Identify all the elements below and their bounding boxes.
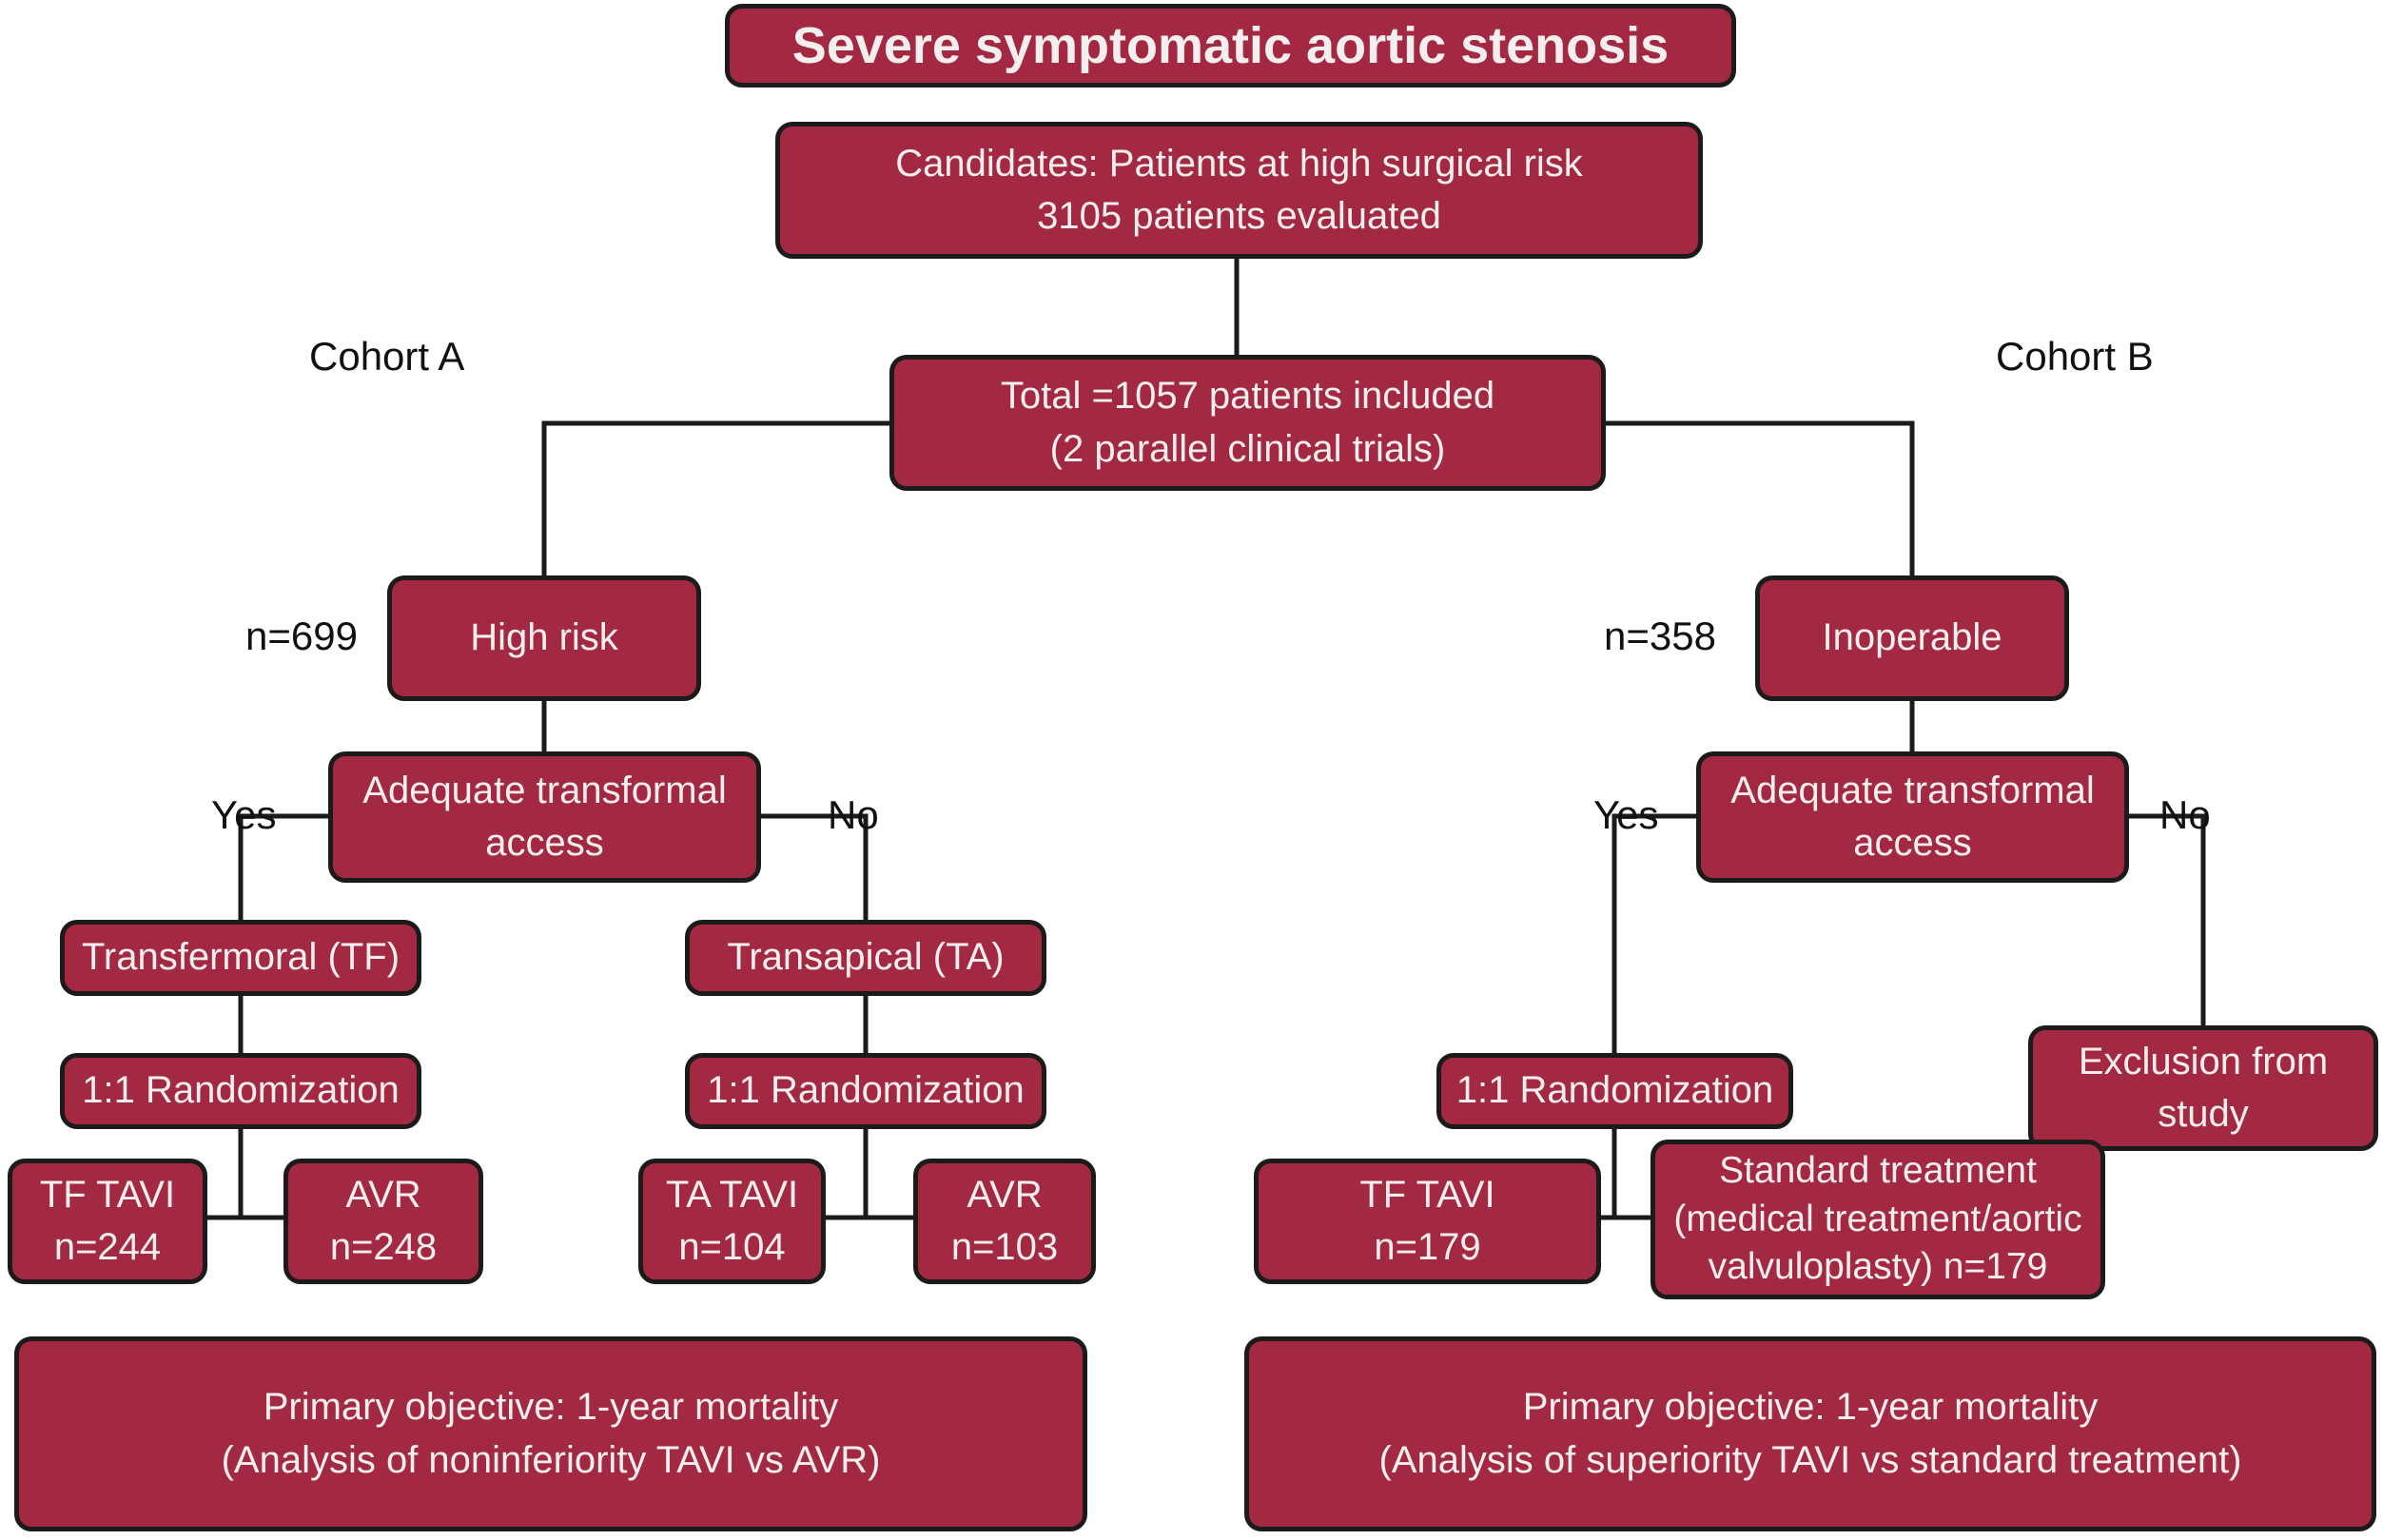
total-box: Total =1057 patients included (2 paralle…	[889, 355, 1606, 491]
avr-ta-box: AVR n=103	[913, 1159, 1096, 1284]
standard-treatment-line-2: (medical treatment/aortic	[1673, 1198, 2082, 1239]
tf-tavi-b-line-1: TF TAVI	[1359, 1173, 1495, 1216]
tf-tavi-a-line-2: n=244	[53, 1226, 162, 1268]
total-line-1: Total =1057 patients included	[1000, 375, 1495, 418]
adequate-access-right-line-2: access	[1853, 822, 1972, 864]
yes-right-label: Yes	[1593, 792, 1659, 837]
cohort-a-label: Cohort A	[309, 334, 465, 379]
connector-no-left	[761, 813, 869, 920]
candidates-line-1: Candidates: Patients at high surgical ri…	[895, 142, 1583, 185]
primary-objective-a-line-2: (Analysis of noninferiority TAVI vs AVR)	[221, 1438, 881, 1481]
transapical-text: Transapical (TA)	[727, 936, 1005, 979]
no-right-label: No	[2159, 792, 2211, 837]
connector-no-right	[2129, 813, 2206, 1025]
tf-tavi-a-line-1: TF TAVI	[39, 1173, 176, 1216]
connector-total-inoperable	[1606, 420, 1915, 575]
transfemoral-box: Transfermoral (TF)	[60, 920, 421, 996]
adequate-access-right-line-1: Adequate transformal	[1730, 769, 2095, 811]
transapical-box: Transapical (TA)	[685, 920, 1046, 996]
title-box: Severe symptomatic aortic stenosis	[725, 4, 1736, 88]
primary-objective-b-line-2: (Analysis of superiority TAVI vs standar…	[1378, 1438, 2242, 1481]
randomization-ta-text: 1:1 Randomization	[707, 1069, 1025, 1112]
adequate-access-left-line-2: access	[485, 822, 604, 864]
connector-yes-left	[238, 813, 328, 920]
n-inoperable-label: n=358	[1604, 614, 1716, 658]
candidates-box: Candidates: Patients at high surgical ri…	[775, 122, 1703, 259]
high-risk-text: High risk	[470, 616, 618, 659]
randomization-b-box: 1:1 Randomization	[1436, 1053, 1793, 1129]
cohort-b-label: Cohort B	[1996, 334, 2154, 379]
inoperable-text: Inoperable	[1822, 616, 2002, 659]
n-high-risk-label: n=699	[245, 614, 358, 658]
tf-tavi-a-box: TF TAVI n=244	[8, 1159, 207, 1284]
avr-ta-line-2: n=103	[950, 1226, 1059, 1268]
randomization-b-text: 1:1 Randomization	[1455, 1069, 1774, 1112]
ta-tavi-line-2: n=104	[678, 1226, 786, 1268]
avr-a-box: AVR n=248	[283, 1159, 483, 1284]
exclusion-line-2: study	[2158, 1093, 2249, 1135]
avr-a-line-2: n=248	[329, 1226, 438, 1268]
transfemoral-text: Transfermoral (TF)	[81, 936, 400, 979]
high-risk-box: High risk	[387, 575, 701, 701]
standard-treatment-line-1: Standard treatment	[1719, 1149, 2037, 1191]
avr-a-line-1: AVR	[345, 1173, 421, 1216]
standard-treatment-line-3: valvuloplasty) n=179	[1708, 1246, 2048, 1288]
randomization-ta-box: 1:1 Randomization	[685, 1053, 1046, 1129]
adequate-access-left-box: Adequate transformal access	[328, 751, 761, 883]
primary-objective-b-line-1: Primary objective: 1-year mortality	[1522, 1386, 2099, 1429]
candidates-line-2: 3105 patients evaluated	[1037, 195, 1441, 237]
title-text: Severe symptomatic aortic stenosis	[791, 16, 1670, 74]
total-line-2: (2 parallel clinical trials)	[1049, 427, 1446, 470]
ta-tavi-line-1: TA TAVI	[665, 1173, 799, 1216]
exclusion-line-1: Exclusion from	[2078, 1040, 2329, 1082]
primary-objective-b-box: Primary objective: 1-year mortality (Ana…	[1244, 1336, 2376, 1531]
randomization-tf-box: 1:1 Randomization	[60, 1053, 421, 1129]
exclusion-box: Exclusion from study	[2028, 1025, 2378, 1151]
tf-tavi-b-box: TF TAVI n=179	[1254, 1159, 1601, 1284]
randomization-tf-text: 1:1 Randomization	[82, 1069, 400, 1112]
ta-tavi-box: TA TAVI n=104	[638, 1159, 826, 1284]
no-left-label: No	[828, 792, 879, 837]
connector-total-highrisk	[541, 420, 889, 575]
tf-tavi-b-line-2: n=179	[1374, 1226, 1481, 1268]
inoperable-box: Inoperable	[1755, 575, 2069, 701]
adequate-access-right-box: Adequate transformal access	[1696, 751, 2129, 883]
adequate-access-left-line-1: Adequate transformal	[362, 769, 727, 811]
avr-ta-line-1: AVR	[967, 1173, 1043, 1216]
yes-left-label: Yes	[211, 792, 277, 837]
standard-treatment-box: Standard treatment (medical treatment/ao…	[1651, 1140, 2105, 1299]
primary-objective-a-line-1: Primary objective: 1-year mortality	[263, 1386, 839, 1429]
primary-objective-a-box: Primary objective: 1-year mortality (Ana…	[14, 1336, 1087, 1531]
